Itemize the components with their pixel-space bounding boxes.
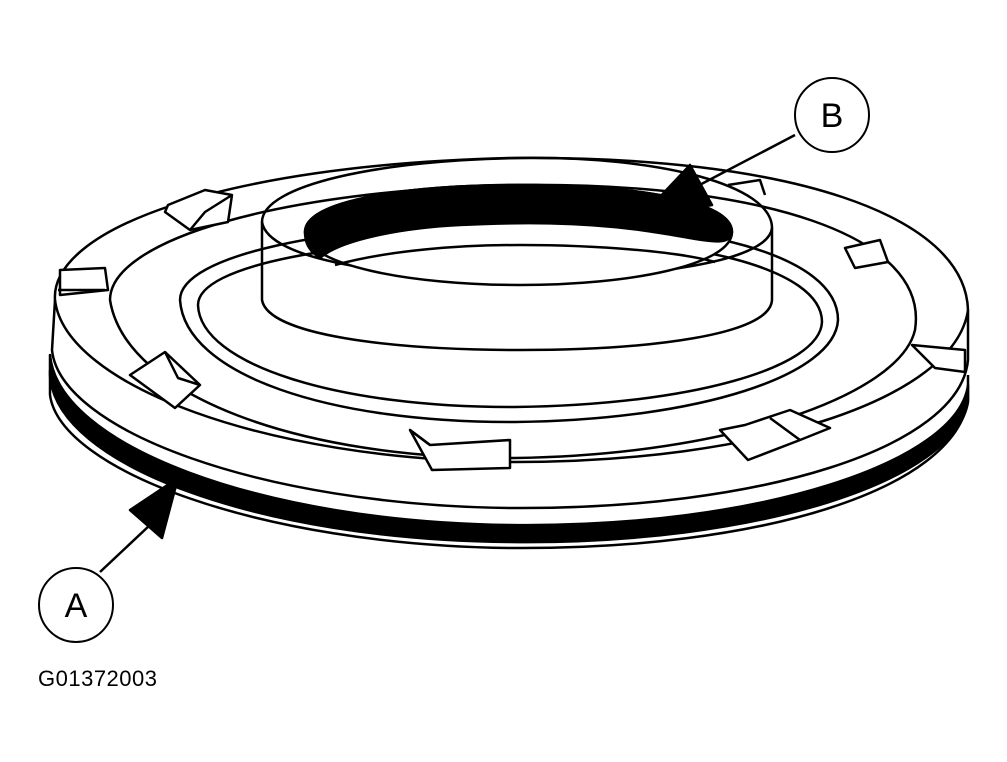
callout-label-a: A	[65, 587, 88, 625]
figure-id: G01372003	[38, 666, 158, 691]
callout-circle-b	[794, 77, 870, 153]
leader-arrow-b	[638, 133, 796, 220]
leader-arrow-a	[99, 476, 180, 573]
callout-circle-a	[38, 567, 114, 643]
center-bore-seal	[303, 183, 734, 287]
callout-label-b: B	[821, 97, 844, 135]
rim-lugs	[58, 178, 967, 472]
outer-seal-ring	[48, 353, 970, 544]
